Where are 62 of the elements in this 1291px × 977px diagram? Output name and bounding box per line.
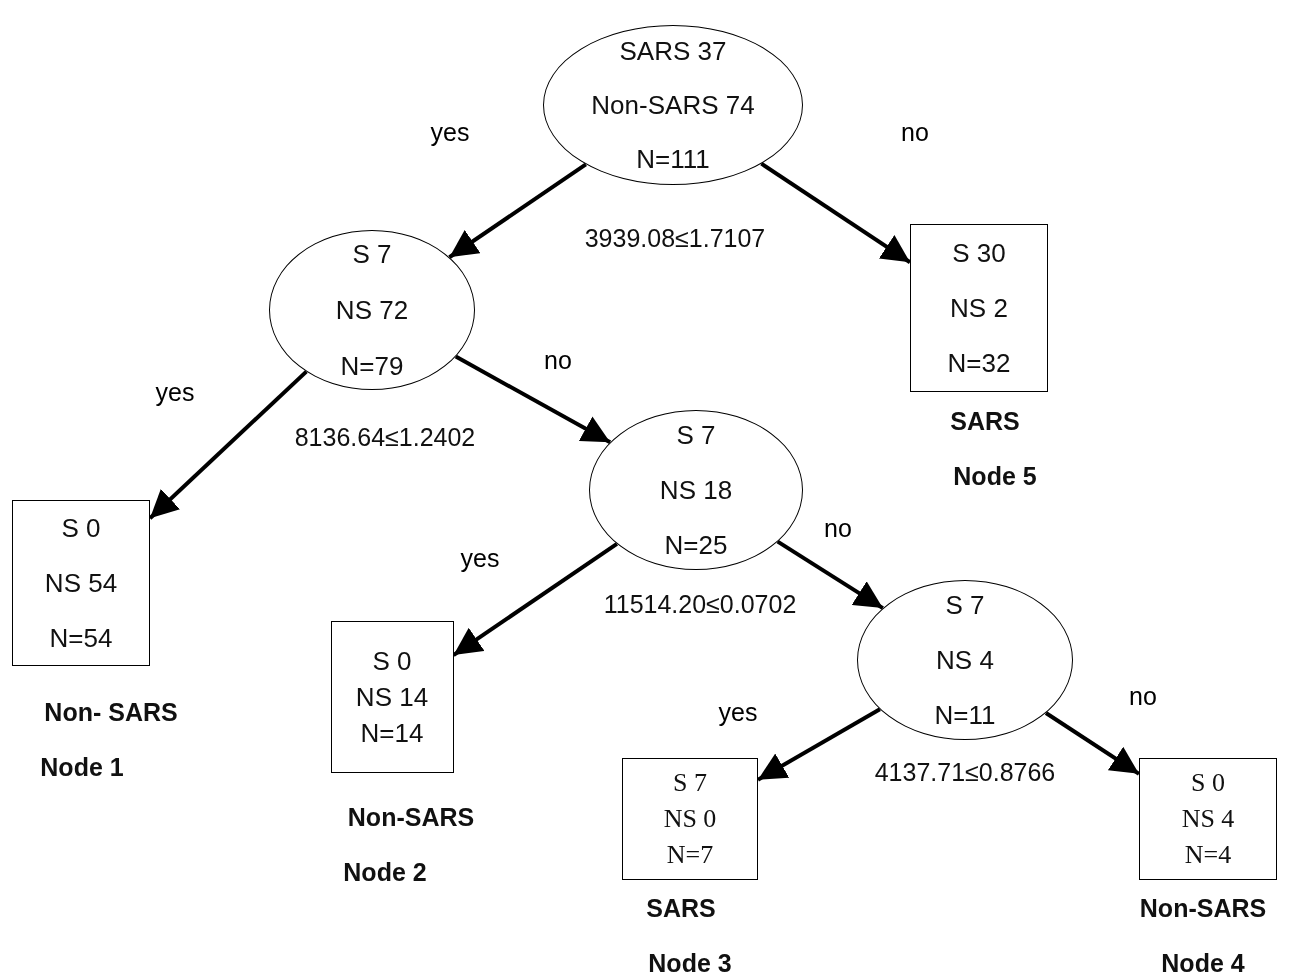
count-text: N=32 — [947, 346, 1011, 380]
count-text: N=54 — [49, 621, 113, 655]
split-condition: 4137.71≤0.8766 — [874, 757, 1056, 787]
count-text: S 7 — [676, 418, 716, 452]
arrow — [448, 162, 587, 259]
count-text: N=25 — [664, 528, 728, 562]
count-text: N=11 — [934, 698, 996, 732]
count-text: S 30 — [952, 236, 1006, 270]
count-text: NS 14 — [355, 681, 429, 714]
count-text: NS 4 — [936, 643, 994, 677]
leaf-label: Non-SARS — [347, 802, 475, 832]
count-text: Non-SARS 74 — [591, 89, 755, 122]
leaf-label: SARS — [646, 893, 716, 923]
arrow — [1044, 711, 1141, 776]
count-text: N=79 — [340, 350, 404, 383]
count-text: NS 72 — [335, 294, 409, 327]
count-text: NS 54 — [44, 566, 118, 600]
split-condition: 8136.64≤1.2402 — [294, 422, 476, 452]
count-text: NS 2 — [950, 291, 1008, 325]
count-text: S 0 — [61, 511, 101, 545]
count-text: N=7 — [666, 839, 714, 871]
arrow — [148, 370, 308, 520]
split-condition: 11514.20≤0.0702 — [603, 589, 797, 619]
count-text: S 0 — [372, 645, 412, 678]
leaf-label: Node 2 — [343, 857, 427, 887]
leaf-label: Node 3 — [648, 948, 732, 977]
leaf-box — [330, 621, 454, 773]
edge-label: no — [1129, 681, 1157, 711]
count-text: S 7 — [673, 767, 707, 799]
count-text: N=111 — [636, 143, 710, 176]
leaf-label: Node 4 — [1161, 948, 1245, 977]
arrow — [452, 542, 618, 657]
edge-label: no — [544, 345, 572, 375]
leaf-label: Non-SARS — [1139, 893, 1267, 923]
count-text: NS 0 — [663, 803, 717, 835]
arrow — [760, 162, 912, 264]
leaf-label: SARS — [950, 406, 1020, 436]
edge-label: no — [901, 117, 929, 147]
split-condition: 3939.08≤1.7107 — [584, 223, 766, 253]
count-text: S 7 — [945, 588, 985, 622]
edge-label: yes — [460, 543, 500, 573]
arrow — [776, 539, 884, 610]
leaf-box — [622, 758, 758, 880]
edge-label: no — [824, 513, 852, 543]
leaf-label: Node 5 — [953, 461, 1037, 491]
edge-label: yes — [430, 117, 470, 147]
leaf-box — [910, 224, 1048, 392]
arrow — [757, 707, 881, 782]
arrow — [454, 354, 612, 445]
count-text: N=4 — [1184, 839, 1232, 871]
leaf-label: Non- SARS — [44, 697, 178, 727]
edge-label: yes — [718, 697, 758, 727]
count-text: NS 18 — [659, 473, 733, 507]
count-text: NS 4 — [1181, 803, 1235, 835]
leaf-label: Node 1 — [40, 752, 124, 782]
leaf-box — [1139, 758, 1277, 880]
count-text: S 0 — [1191, 767, 1225, 799]
count-text: N=14 — [360, 717, 424, 750]
edge-label: yes — [155, 377, 195, 407]
leaf-box — [12, 500, 150, 666]
count-text: S 7 — [352, 238, 392, 271]
count-text: SARS 37 — [619, 35, 727, 68]
